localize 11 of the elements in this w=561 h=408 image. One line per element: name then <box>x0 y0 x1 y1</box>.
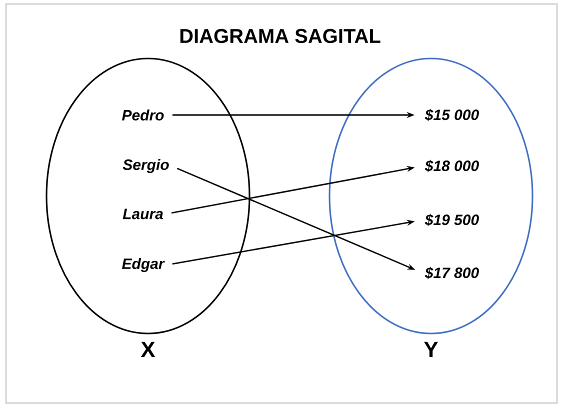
element-label: $18 000 <box>424 160 479 172</box>
element-label: Laura <box>122 208 163 220</box>
element-label: $15 000 <box>424 108 479 122</box>
element-label: $19 500 <box>424 214 479 226</box>
node-label: X <box>140 342 156 357</box>
element-label: Edgar <box>122 258 165 272</box>
element-label: Sergio <box>122 159 169 173</box>
element-label: $17 800 <box>424 266 479 280</box>
node-label: Y <box>424 342 438 357</box>
title: DIAGRAMA SAGITAL <box>180 28 380 44</box>
element-label: Pedro <box>122 110 164 121</box>
